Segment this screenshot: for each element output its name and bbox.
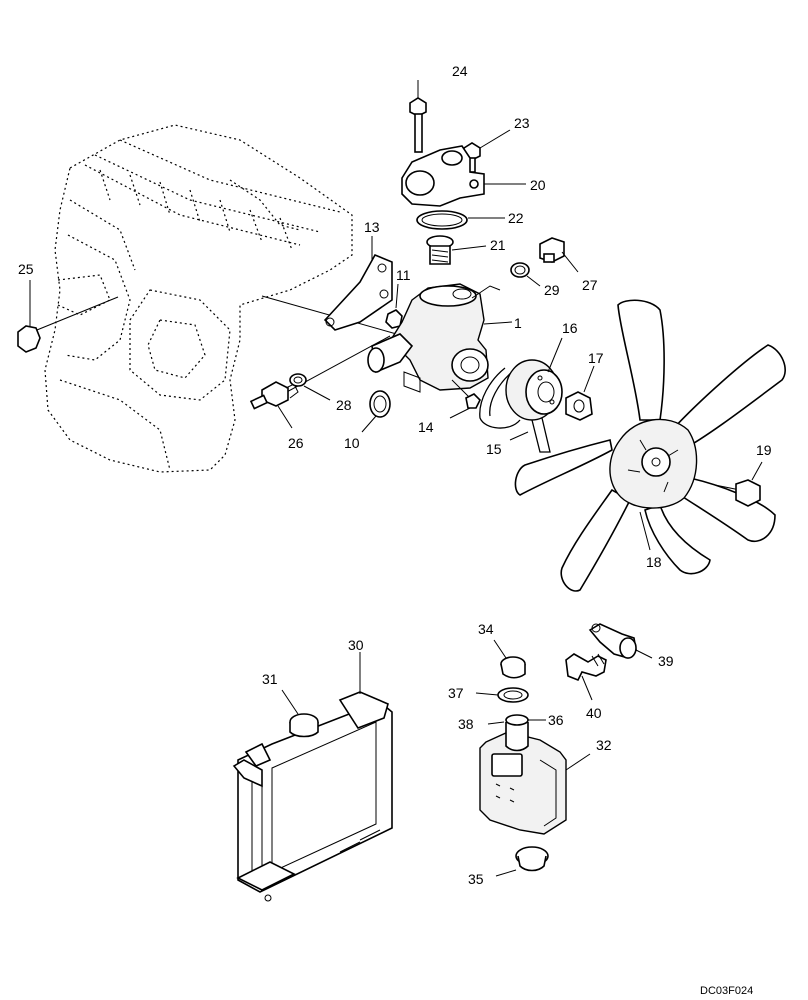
part-29-seal <box>510 262 541 287</box>
callout-labels: 1 10 11 13 14 15 16 17 18 19 20 21 22 23… <box>18 63 772 887</box>
callout-35: 35 <box>468 871 484 887</box>
callout-30: 30 <box>348 637 364 653</box>
part-21-thermostat <box>426 235 487 265</box>
part-10-gasket <box>361 390 391 433</box>
drawing-code: DC03F024 <box>700 985 753 997</box>
callout-27: 27 <box>582 277 598 293</box>
callout-39: 39 <box>658 653 674 669</box>
callout-11: 11 <box>396 267 411 283</box>
part-16-pulley <box>505 337 563 421</box>
part-34-tank-cap <box>493 639 526 679</box>
callout-24: 24 <box>452 63 468 79</box>
part-40-valve-cock <box>565 653 607 701</box>
part-1-water-pump <box>367 283 513 393</box>
callout-29: 29 <box>544 282 560 298</box>
callout-32: 32 <box>596 737 612 753</box>
callout-22: 22 <box>508 210 524 226</box>
callout-40: 40 <box>586 705 602 721</box>
engine-block-outline <box>44 124 353 473</box>
part-28-seal <box>289 373 331 401</box>
part-14-bolt <box>449 379 481 419</box>
callout-15: 15 <box>486 441 502 457</box>
callout-13: 13 <box>364 219 380 235</box>
callout-36: 36 <box>548 712 564 728</box>
callout-20: 20 <box>530 177 546 193</box>
part-25-plug <box>17 280 41 353</box>
callout-16: 16 <box>562 320 578 336</box>
callout-18: 18 <box>646 554 662 570</box>
callout-38: 38 <box>458 716 474 732</box>
part-39-valve <box>588 623 653 659</box>
part-30-radiator <box>232 652 393 902</box>
callout-10: 10 <box>344 435 360 451</box>
part-35-foot <box>495 846 549 877</box>
callout-34: 34 <box>478 621 494 637</box>
part-18-fan <box>514 299 786 592</box>
part-31-radiator-cap <box>281 689 319 738</box>
part-27-plug <box>539 237 579 273</box>
callout-25: 25 <box>18 261 34 277</box>
part-32-reserve-tank <box>479 714 591 835</box>
part-19-bolt <box>714 461 763 507</box>
callout-37: 37 <box>448 685 464 701</box>
callout-14: 14 <box>418 419 434 435</box>
part-17-spacer <box>565 365 595 421</box>
callout-1: 1 <box>514 315 522 331</box>
part-37-washer <box>475 687 529 703</box>
callout-26: 26 <box>288 435 304 451</box>
callout-28: 28 <box>336 397 352 413</box>
callout-19: 19 <box>756 442 772 458</box>
callout-31: 31 <box>262 671 278 687</box>
part-22-o-ring <box>416 210 505 230</box>
part-23-bolt <box>463 129 511 173</box>
callout-21: 21 <box>490 237 506 253</box>
part-13-bracket <box>323 236 393 331</box>
part-20-thermostat-cover <box>401 145 526 207</box>
part-26-sensor <box>249 381 299 429</box>
callout-23: 23 <box>514 115 530 131</box>
part-24-bolt <box>409 80 427 153</box>
callout-17: 17 <box>588 350 604 366</box>
